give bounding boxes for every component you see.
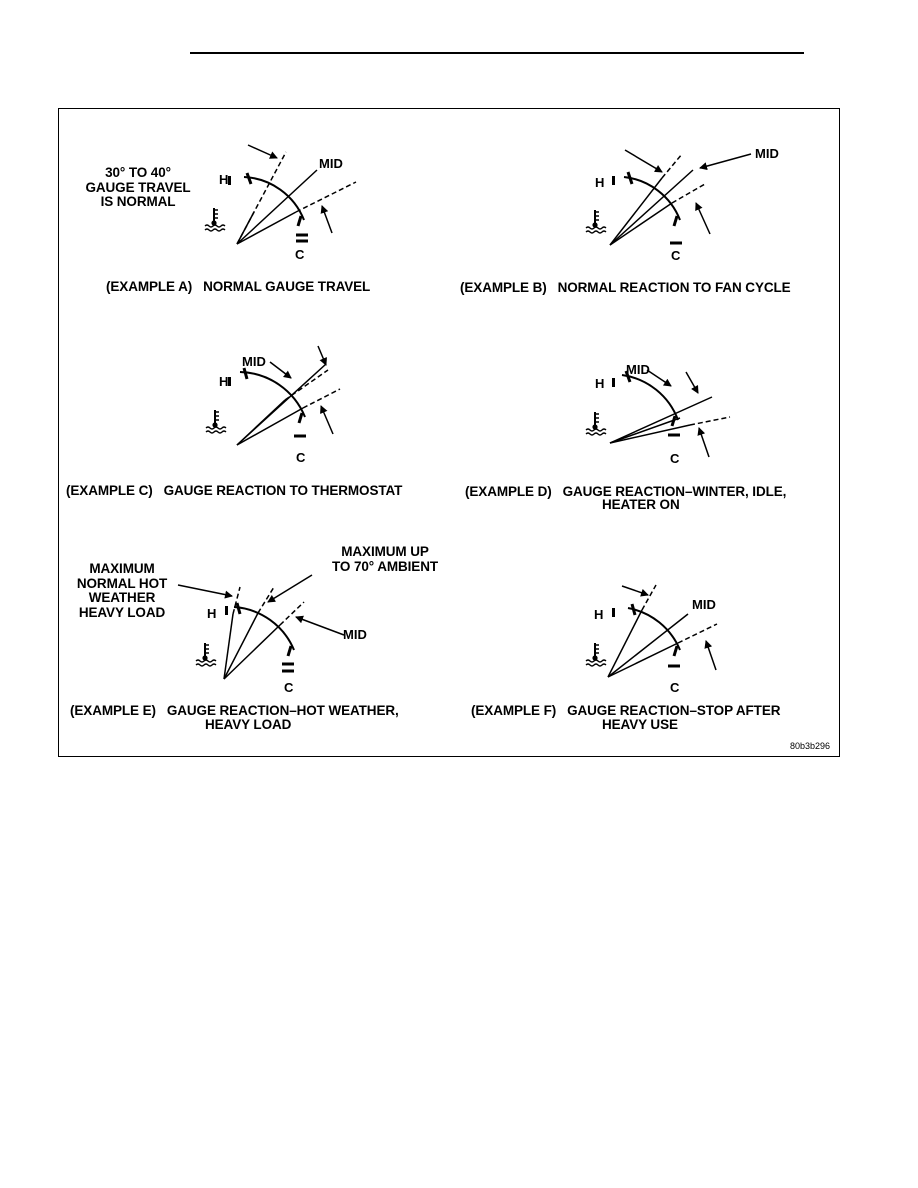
caption-example-f: (EXAMPLE F) GAUGE REACTION–STOP AFTER xyxy=(471,703,781,718)
header-rule xyxy=(190,52,804,54)
hot-label-e: H xyxy=(207,606,217,621)
cold-label-f: C xyxy=(670,680,680,695)
caption-example-c: (EXAMPLE C) GAUGE REACTION TO THERMOSTAT xyxy=(66,483,403,498)
cold-label-c: C xyxy=(296,450,306,465)
callout-max-hot-weather: MAXIMUM NORMAL HOT WEATHER HEAVY LOAD xyxy=(76,561,168,620)
gauge-d xyxy=(585,369,731,458)
hot-label-b: H xyxy=(595,175,605,190)
mid-label-f: MID xyxy=(692,597,716,612)
caption-example-a: (EXAMPLE A) NORMAL GAUGE TRAVEL xyxy=(106,279,371,294)
cold-label-e: C xyxy=(284,680,294,695)
caption-example-f-line2: HEAVY USE xyxy=(602,717,678,732)
caption-example-d: (EXAMPLE D) GAUGE REACTION–WINTER, IDLE, xyxy=(465,484,787,499)
gauge-f xyxy=(585,584,718,678)
cold-label-b: C xyxy=(671,248,681,263)
mid-label-d: MID xyxy=(626,362,650,377)
figure-id: 80b3b296 xyxy=(790,741,831,751)
mid-label-b: MID xyxy=(755,146,779,161)
cold-label-a: C xyxy=(295,247,305,262)
figure-frame xyxy=(58,108,840,757)
callout-max-ambient: MAXIMUM UP TO 70° AMBIENT xyxy=(331,544,438,574)
hot-label-c: H xyxy=(219,374,229,389)
callout-normal-travel: 30° TO 40° GAUGE TRAVEL IS NORMAL xyxy=(85,165,191,209)
caption-example-b: (EXAMPLE B) NORMAL REACTION TO FAN CYCLE xyxy=(460,280,791,295)
gauge-c xyxy=(205,345,341,446)
mid-label-a: MID xyxy=(319,156,343,171)
gauge-a xyxy=(204,144,357,245)
caption-example-d-line2: HEATER ON xyxy=(602,497,680,512)
mid-label-c: MID xyxy=(242,354,266,369)
hot-label-a: H xyxy=(219,172,229,187)
hot-label-d: H xyxy=(595,376,605,391)
hot-label-f: H xyxy=(594,607,604,622)
mid-label-e: MID xyxy=(343,627,367,642)
gauge-e xyxy=(177,574,345,680)
cold-label-d: C xyxy=(670,451,680,466)
gauge-b xyxy=(585,149,752,246)
caption-example-e-line2: HEAVY LOAD xyxy=(205,717,292,732)
caption-example-e: (EXAMPLE E) GAUGE REACTION–HOT WEATHER, xyxy=(70,703,399,718)
